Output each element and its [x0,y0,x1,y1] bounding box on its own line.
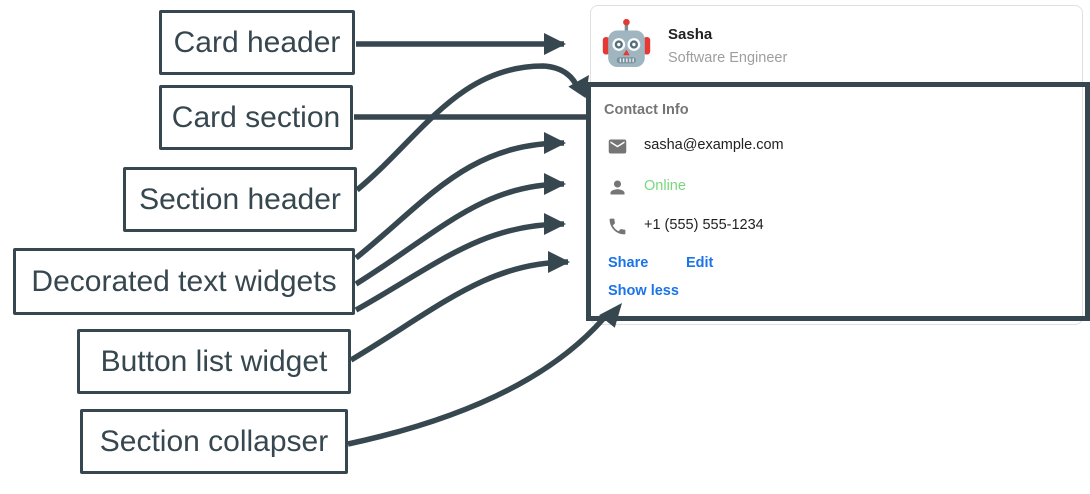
robot-avatar [602,16,651,69]
label-section-collapser: Section collapser [80,409,348,474]
label-card-section: Card section [159,85,353,150]
arrow-button-list [349,251,570,363]
label-section-header: Section header [123,167,357,232]
share-button[interactable]: Share [608,255,649,271]
online-status-text: Online [644,178,686,194]
label-card-header: Card header [159,10,355,75]
arrowhead-section-header [568,75,589,99]
robot-icon [602,18,651,67]
label-section-header-text: Section header [139,182,341,216]
email-icon [607,136,628,157]
arrow-decorated-phone [354,213,566,313]
label-button-list-widget-text: Button list widget [100,344,328,378]
phone-icon [607,216,628,237]
card-header-subtitle: Software Engineer [668,50,788,66]
label-section-collapser-text: Section collapser [99,424,329,458]
show-less-button[interactable]: Show less [608,283,679,299]
profile-card [590,5,1083,325]
label-button-list-widget: Button list widget [77,329,351,394]
label-decorated-text-widgets-text: Decorated text widgets [31,264,337,298]
edit-button[interactable]: Edit [686,255,714,271]
phone-text: +1 (555) 555-1234 [644,217,764,233]
arrow-section-collapser [347,316,607,447]
email-text: sasha@example.com [644,137,784,153]
section-header-title: Contact Info [604,102,689,118]
label-card-header-text: Card header [173,25,341,59]
arrow-section-header [355,63,581,193]
arrow-decorated-online [354,173,566,287]
arrow-decorated-email [354,132,566,261]
person-icon [607,177,628,198]
label-card-section-text: Card section [171,100,341,134]
card-header-name: Sasha [668,26,713,43]
label-decorated-text-widgets: Decorated text widgets [13,248,355,315]
